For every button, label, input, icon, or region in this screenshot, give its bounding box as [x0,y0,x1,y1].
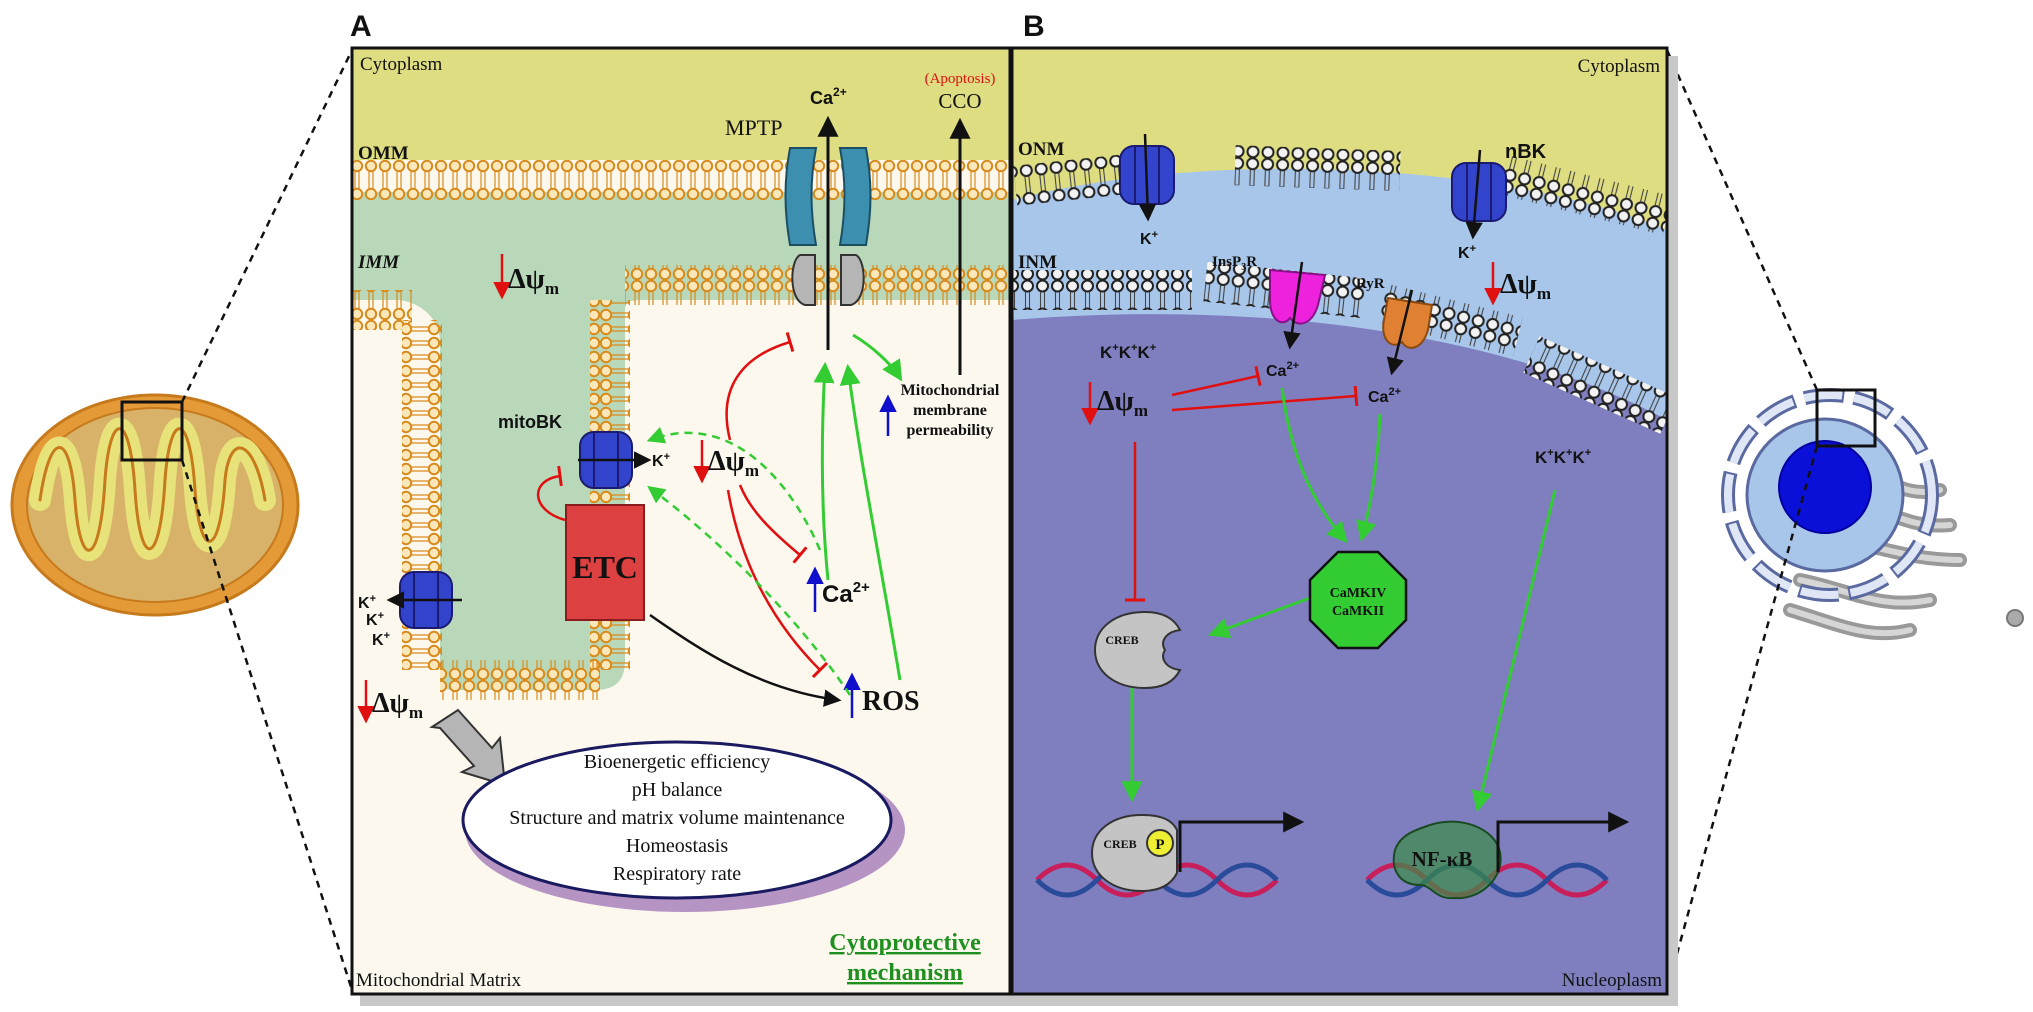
effect-item: Bioenergetic efficiency [584,751,770,773]
camk-octagon [1308,550,1408,650]
etc-ros-arrow [649,613,842,707]
nucleoplasm-label: Nucleoplasm [1562,970,1662,991]
activation-arrow-dashed [646,426,822,551]
onm-label: ONM [1018,139,1065,160]
inm-bilayer [1012,261,1667,434]
creb-label: CREB [1105,633,1138,647]
zoom-line [180,459,354,991]
ros-label: ROS [862,686,920,717]
bk-channel-imm [386,571,462,629]
ryr-channel [1382,289,1434,376]
effect-item: Respiratory rate [613,863,741,885]
k-plus-label: K+ [358,593,376,612]
mptp-label: MPTP [725,115,782,140]
k-plus-label: K+ [366,610,384,629]
panel-b-border [1010,46,1669,996]
transcription-arrow [1178,811,1305,872]
activation-arrow-dashed [647,485,852,696]
cco-label: CCO [938,89,981,113]
zoom-box-nucleus [1815,388,1877,448]
transcription-arrow [1496,811,1630,872]
imm-bilayer [440,660,600,700]
effect-item: pH balance [632,779,723,801]
inhibition-arrow [738,484,808,564]
zoom-line [1665,49,1819,391]
etc-complex [565,504,645,621]
ca-label: Ca2+ [1266,360,1299,380]
phospho-circle [1146,829,1174,857]
camkiv-label: CaMKIV [1330,586,1387,601]
zoom-line [180,49,354,403]
cytoplasm-label-b: Cytoplasm [1578,56,1661,77]
effect-item: Structure and matrix volume maintenance [509,807,845,829]
camkii-label: CaMKII [1332,604,1384,619]
imm-bilayer [625,265,1010,305]
cell-illustration [1721,388,2024,641]
delta-psi-label: Δψm [372,688,423,722]
zoom-box-mitochondrion [120,400,184,462]
zoom-line [1665,445,1819,991]
k-plus-label: K+ [1458,243,1476,262]
inm-label: INM [1018,252,1057,273]
activation-arrow [852,333,903,382]
cytoplasm-region [352,48,1010,160]
k-plus-triple: K+K+K+ [1100,342,1156,362]
insp3r-channel [1269,261,1327,350]
mitochondrion-illustration [10,393,300,617]
creb-p-label: CREB [1103,837,1136,851]
k-plus-label: K+ [652,451,670,470]
matrix-label: Mitochondrial Matrix [356,970,522,991]
panel-b: Cytoplasm ONM INM nBK InsP3R RyR K+ K+ K… [1012,48,1667,994]
k-plus-label: K+ [1140,229,1158,248]
panel-a: ETC Cytoplasm OMM IMM mitoBK MPTP (Apopt… [352,48,1010,994]
inhibition-arrow [726,489,829,679]
inhibition-arrow [725,331,795,441]
nbk-label: nBK [1505,141,1547,163]
k-plus-triple: K+K+K+ [1535,447,1591,467]
ryr-label: RyR [1356,276,1385,292]
onm-bilayer [1013,145,1667,235]
nfkb-protein [1392,820,1502,900]
panel-a-letter: A [350,10,372,43]
nbk-channel [1451,149,1507,240]
activation-arrow [813,361,835,581]
apoptosis-label: (Apoptosis) [925,71,996,87]
cytoplasm-label-a: Cytoplasm [360,54,443,75]
insp3r-label: InsP3R [1212,254,1257,273]
k-plus-label: K+ [372,630,390,649]
etc-label: ETC [572,549,638,585]
ca-mptp-label: Ca2+ [810,85,847,108]
inhibition-arrow [536,465,566,522]
effect-item: Homeostasis [626,835,728,857]
delta-psi-label: Δψm [1500,269,1551,303]
omm-bilayer [352,160,1010,200]
creb-protein [1093,610,1182,690]
activation-arrow [839,363,902,681]
delta-psi-label: Δψm [508,264,559,298]
mptp-pore [784,115,872,350]
nfkb-label: NF-κB [1412,847,1473,871]
ca-matrix-label: Ca2+ [822,579,870,608]
panel-b-letter: B [1023,10,1045,43]
cytoprotective-line-2: mechanism [847,960,963,986]
delta-psi-label: Δψm [1097,386,1148,420]
omm-label: OMM [358,143,409,164]
permeability-line-2: membrane [913,402,987,419]
delta-psi-label: Δψm [708,446,759,480]
ca-label: Ca2+ [1368,386,1401,406]
effects-ellipse [461,740,893,900]
imm-label: IMM [357,252,400,273]
permeability-line-3: permeability [906,422,993,439]
mitobk-label: mitoBK [498,412,562,432]
permeability-line-1: Mitochondrial [901,382,1000,399]
mitobk-channel [578,431,652,489]
intermembrane-space [352,192,1010,690]
nbk-channel [1119,133,1175,222]
cytoprotective-line-1: Cytoprotective [829,930,981,956]
phospho-label: P [1155,837,1164,853]
